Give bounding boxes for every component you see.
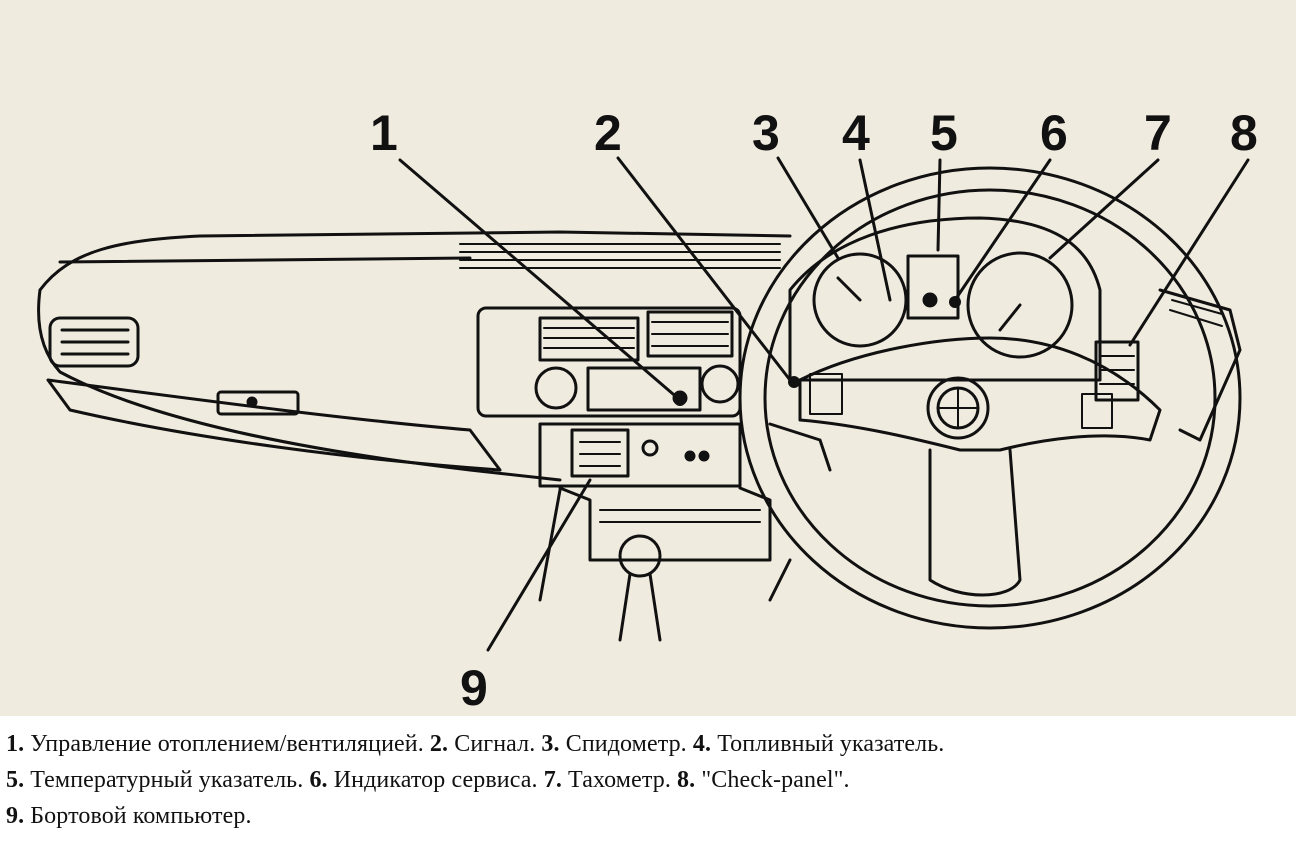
dashboard-drawing: 1 2 3 4 5 6 7 8 9 — [37, 105, 1258, 716]
left-air-vent — [48, 316, 140, 368]
callout-9: 9 — [460, 660, 488, 716]
dashboard-top — [38, 230, 792, 292]
callout-1: 1 — [370, 105, 398, 161]
glovebox — [46, 378, 502, 472]
legend-item-4: 4. Топливный указатель. — [692, 731, 945, 757]
leader-lines — [398, 156, 1250, 652]
callout-2: 2 — [594, 105, 622, 161]
legend-item-5: 5. Температурный указатель. — [6, 767, 310, 793]
callout-3: 3 — [752, 105, 780, 161]
leader-dots — [674, 294, 961, 406]
top-vent-grille — [459, 243, 781, 269]
onboard-computer — [538, 422, 742, 488]
legend-item-7: 7. Тахометр. — [543, 767, 678, 793]
center-console — [476, 306, 742, 418]
callout-6: 6 — [1040, 105, 1068, 161]
legend-item-2: 2. Сигнал. — [429, 731, 542, 757]
legend-caption: 1. Управление отоплением/вентиляцией. 2.… — [0, 716, 1296, 861]
caption-line-2: 5. Температурный указатель. 6. Индикатор… — [6, 762, 1296, 798]
callout-4: 4 — [842, 105, 870, 161]
legend-item-6: 6. Индикатор сервиса. — [309, 767, 544, 793]
legend-item-8: 8. "Check-panel". — [677, 767, 850, 793]
callout-8: 8 — [1230, 105, 1258, 161]
dashboard-illustration: 1 2 3 4 5 6 7 8 9 — [37, 105, 1258, 716]
legend-item-3: 3. Спидометр. — [541, 731, 693, 757]
caption-line-1: 1. Управление отоплением/вентиляцией. 2.… — [6, 726, 1296, 762]
callout-5: 5 — [930, 105, 958, 161]
caption-line-3: 9. Бортовой компьютер. — [6, 798, 1296, 834]
instrument-cluster — [788, 216, 1140, 402]
right-air-vent — [1158, 288, 1242, 442]
legend-item-1: 1. Управление отоплением/вентиляцией. — [6, 731, 430, 757]
legend-item-9: 9. Бортовой компьютер. — [6, 803, 252, 829]
steering-wheel — [738, 166, 1242, 630]
lower-console — [538, 486, 792, 642]
callout-7: 7 — [1144, 105, 1172, 161]
